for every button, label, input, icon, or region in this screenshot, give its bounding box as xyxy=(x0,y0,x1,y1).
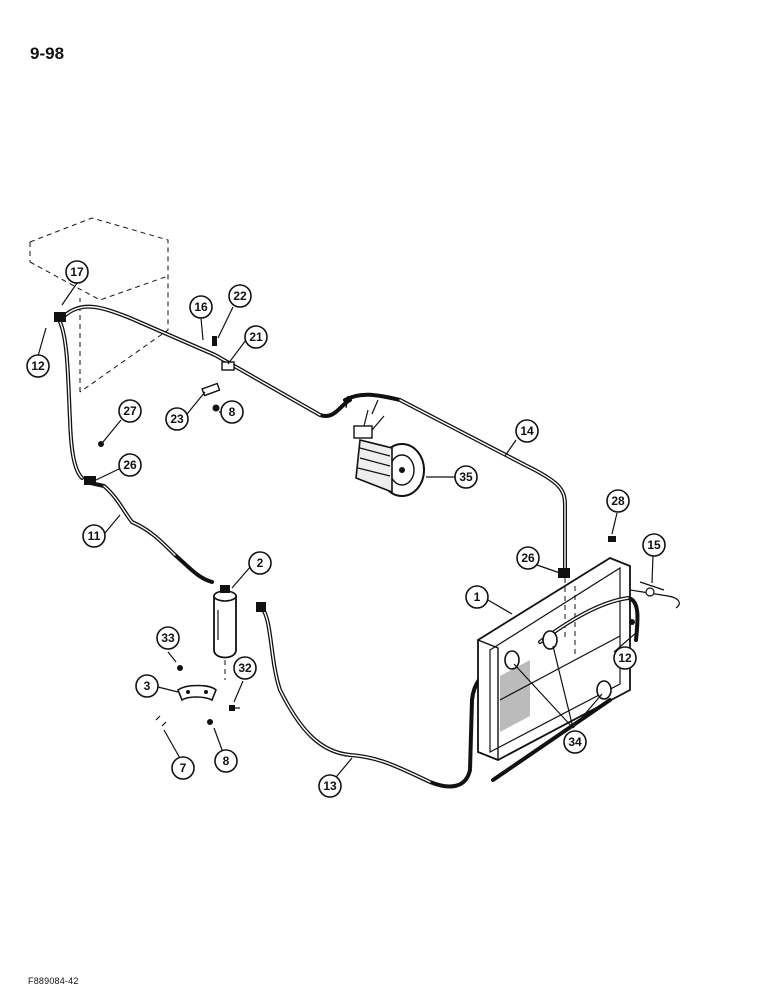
callout-label: 17 xyxy=(70,265,84,279)
hose-16 xyxy=(60,304,352,418)
callout-2: 2 xyxy=(248,551,272,575)
callout-3: 3 xyxy=(135,674,159,698)
callout-label: 23 xyxy=(170,412,184,426)
callout-label: 16 xyxy=(194,300,208,314)
callout-label: 22 xyxy=(233,289,247,303)
receiver-drier xyxy=(213,585,237,680)
callout-26-right: 26 xyxy=(516,546,540,570)
page-number: 9-98 xyxy=(30,44,65,63)
callout-22: 22 xyxy=(228,284,252,308)
callout-label: 28 xyxy=(611,494,625,508)
callout-label: 27 xyxy=(123,404,137,418)
callout-16: 16 xyxy=(189,295,213,319)
callout-label: 32 xyxy=(238,661,252,675)
callout-15: 15 xyxy=(642,533,666,557)
mount-hardware xyxy=(98,336,235,447)
callout-label: 33 xyxy=(161,631,175,645)
callout-26-left: 26 xyxy=(118,453,142,477)
callout-label: 21 xyxy=(249,330,263,344)
callout-label: 7 xyxy=(180,761,187,775)
callout-label: 14 xyxy=(520,424,534,438)
hose-14 xyxy=(343,392,570,578)
pipe-left-vertical xyxy=(54,312,84,480)
condenser-lines xyxy=(504,536,680,700)
figure-code: F889084-42 xyxy=(28,976,79,986)
callout-label: 35 xyxy=(459,470,473,484)
callout-32: 32 xyxy=(233,656,257,680)
callout-23: 23 xyxy=(165,407,189,431)
callout-14: 14 xyxy=(515,419,539,443)
callout-label: 2 xyxy=(257,556,264,570)
callout-35: 35 xyxy=(454,465,478,489)
callout-label: 13 xyxy=(323,779,337,793)
callout-8-lower: 8 xyxy=(214,749,238,773)
callout-label: 12 xyxy=(618,651,632,665)
callout-12-upper: 12 xyxy=(26,354,50,378)
callout-1: 1 xyxy=(465,585,489,609)
callout-27: 27 xyxy=(118,399,142,423)
callout-label: 26 xyxy=(123,458,137,472)
callout-11: 11 xyxy=(82,524,106,548)
callout-34: 34 xyxy=(563,730,587,754)
callout-label: 3 xyxy=(144,679,151,693)
callout-label: 12 xyxy=(31,359,45,373)
hose-11 xyxy=(84,476,214,584)
callout-7: 7 xyxy=(171,756,195,780)
callout-label: 15 xyxy=(647,538,661,552)
compressor xyxy=(353,409,425,497)
callout-label: 8 xyxy=(229,405,236,419)
callout-28: 28 xyxy=(606,489,630,513)
callout-21: 21 xyxy=(244,325,268,349)
callout-label: 1 xyxy=(474,590,481,604)
callout-label: 8 xyxy=(223,754,230,768)
evaporator-box-phantom xyxy=(29,217,169,393)
callout-label: 11 xyxy=(88,529,101,543)
callout-label: 34 xyxy=(568,735,582,749)
hose-13 xyxy=(256,602,502,789)
callout-12-lower: 12 xyxy=(613,646,637,670)
callout-8-upper: 8 xyxy=(220,400,244,424)
callout-13: 13 xyxy=(318,774,342,798)
condenser xyxy=(477,556,631,782)
callout-label: 26 xyxy=(521,551,535,565)
callout-33: 33 xyxy=(156,626,180,650)
callout-17: 17 xyxy=(65,260,89,284)
bracket xyxy=(155,665,240,727)
